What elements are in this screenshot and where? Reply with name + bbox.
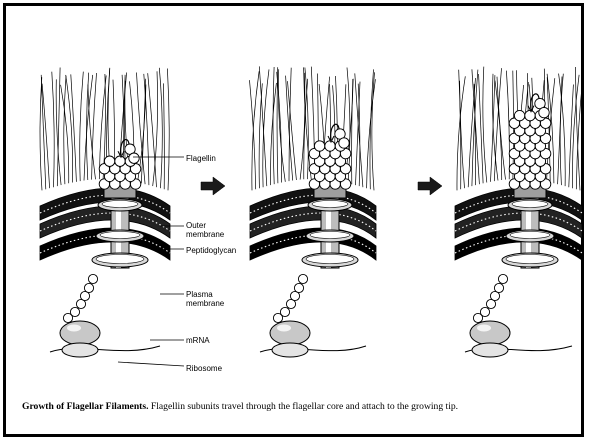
hair-line — [92, 73, 97, 180]
hair-line — [167, 69, 169, 191]
ribosome-highlight — [67, 325, 81, 332]
basal-ring-inner — [312, 201, 348, 208]
nascent-flagellin — [480, 307, 489, 316]
flagellin-subunit — [514, 110, 524, 120]
hair-line — [506, 71, 509, 180]
hair-line — [80, 72, 84, 182]
basal-ring-inner — [306, 255, 354, 264]
ribosome-small — [62, 343, 98, 357]
flagellin-subunit — [539, 107, 549, 117]
basal-ring-inner — [96, 255, 144, 264]
flagellin-subunit — [525, 110, 535, 120]
ribosome-large — [470, 321, 510, 345]
figure-caption: Growth of Flagellar Filaments. Flagellin… — [22, 401, 582, 412]
basal-ring-inner — [510, 232, 550, 239]
basal-ring-inner — [512, 201, 548, 208]
flagellin-subunit — [115, 156, 125, 166]
flagellin-subunit — [339, 138, 349, 148]
label-outer-line1: Outer — [186, 221, 206, 230]
panel-1 — [40, 68, 170, 358]
hair-line — [352, 79, 353, 184]
nascent-flagellin — [280, 307, 289, 316]
hair-line — [474, 84, 476, 185]
flagellin-subunit — [325, 141, 335, 151]
ribosome-small — [472, 343, 508, 357]
flagellin-subunit — [104, 156, 114, 166]
hair-line — [41, 75, 46, 189]
hair-line — [64, 76, 66, 185]
hair-line — [144, 74, 149, 185]
nascent-flagellin — [84, 283, 93, 292]
basal-ring-inner — [102, 201, 138, 208]
label-peptidoglycan: Peptidoglycan — [186, 246, 236, 255]
ribosome-highlight — [477, 325, 491, 332]
hair-line — [305, 68, 308, 180]
flagellin-subunit — [129, 153, 139, 163]
ribosome-highlight — [277, 325, 291, 332]
hair-line — [558, 77, 562, 185]
label-ribosome: Ribosome — [186, 364, 222, 373]
hook — [514, 186, 546, 198]
nascent-flagellin — [298, 274, 307, 283]
basal-ring-inner — [506, 255, 554, 264]
basal-ring-inner — [310, 232, 350, 239]
hair-line — [52, 72, 54, 188]
right-arrow-icon — [418, 177, 442, 195]
hair-line — [159, 68, 162, 188]
hook — [314, 186, 346, 198]
label-outer-line2: membrane — [186, 230, 224, 239]
flagellin-filament — [509, 110, 551, 189]
flagellin-subunit — [314, 141, 324, 151]
right-arrow-icon — [201, 177, 225, 195]
panel-2 — [250, 66, 377, 357]
hair-line — [42, 84, 50, 189]
label-plasma-line2: membrane — [186, 299, 224, 308]
nascent-flagellin — [70, 307, 79, 316]
hair-line — [250, 80, 256, 189]
nascent-flagellin — [88, 274, 97, 283]
label-flagellin: Flagellin — [186, 154, 216, 163]
hair-line — [483, 67, 487, 183]
hair-line — [148, 73, 157, 187]
hair-line — [86, 73, 88, 180]
hair-line — [163, 83, 164, 189]
ribosome-large — [60, 321, 100, 345]
basal-ring-inner — [100, 232, 140, 239]
ribosome-small — [272, 343, 308, 357]
hook — [104, 186, 136, 198]
nascent-flagellin — [498, 274, 507, 283]
hair-line — [479, 74, 484, 183]
hair-line — [367, 79, 376, 188]
label-plasma-line1: Plasma — [186, 290, 213, 299]
nascent-flagellin — [294, 283, 303, 292]
caption-title: Growth of Flagellar Filaments. — [22, 401, 148, 412]
label-mrna: mRNA — [186, 336, 210, 345]
nascent-flagellin — [494, 283, 503, 292]
ribosome-large — [270, 321, 310, 345]
caption-text: Flagellin subunits travel through the fl… — [148, 401, 458, 412]
hair-line — [273, 67, 274, 184]
panel-3 — [455, 67, 583, 357]
leader-line — [118, 362, 184, 366]
